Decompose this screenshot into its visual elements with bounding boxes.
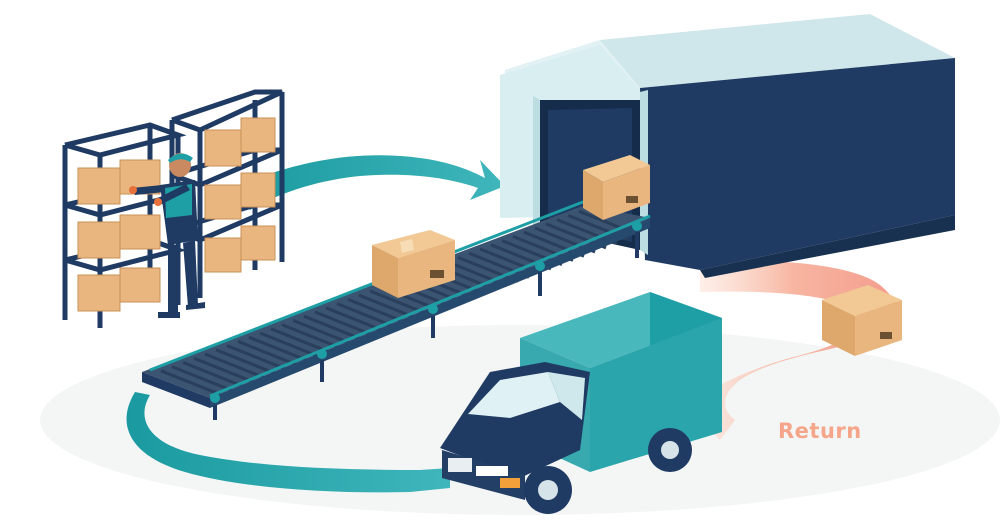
shelving-left <box>62 122 187 328</box>
conveyor-slat <box>259 331 321 359</box>
box-conveyor-end <box>583 155 650 220</box>
teal-path-upper <box>240 155 505 210</box>
box-return <box>822 285 902 356</box>
warehouse-worker <box>129 153 205 318</box>
return-label: Return <box>778 419 862 443</box>
truck-windshield <box>468 372 560 418</box>
shelving-right <box>169 89 285 298</box>
conveyor-slat <box>160 369 222 397</box>
conveyor-slat <box>171 365 233 392</box>
box-conveyor-mid <box>372 230 455 298</box>
conveyor-slat <box>270 327 332 355</box>
delivery-truck <box>440 292 722 514</box>
conveyor-slat <box>248 335 310 363</box>
license-plate <box>476 466 508 476</box>
conveyor-slat <box>204 352 266 380</box>
conveyor-slat <box>182 361 244 388</box>
conveyor-slat <box>193 356 255 384</box>
teal-path-lower <box>126 392 451 493</box>
conveyor-slat <box>226 344 288 371</box>
conveyor-slat <box>215 348 277 376</box>
conveyor-slat <box>237 340 299 367</box>
